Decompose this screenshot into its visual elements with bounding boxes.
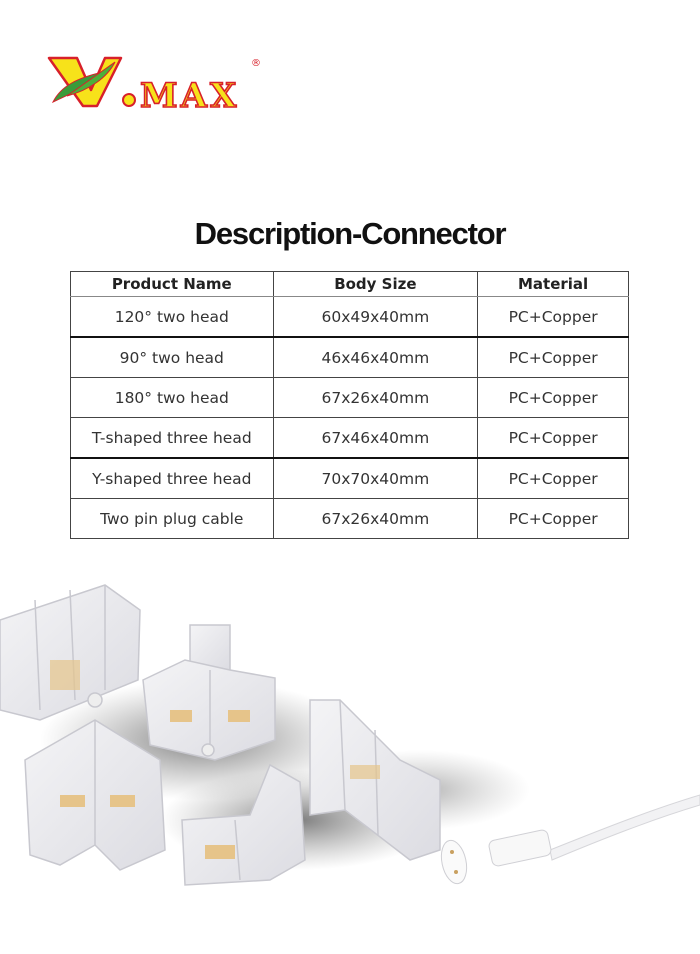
cell-material: PC+Copper (477, 377, 629, 418)
table-row: 180° two head 67x26x40mm PC+Copper (70, 377, 629, 418)
page-title: Description-Connector (194, 216, 507, 251)
svg-text:®: ® (251, 58, 261, 69)
cell-body-size: 60x49x40mm (272, 296, 479, 338)
product-photo (0, 560, 700, 950)
cell-material: PC+Copper (477, 417, 629, 459)
cell-product-name: 120° two head (70, 296, 274, 338)
cell-body-size: 67x46x40mm (272, 417, 479, 459)
cell-product-name: 90° two head (70, 336, 274, 378)
cell-material: PC+Copper (477, 498, 629, 539)
header-material: Material (477, 271, 629, 297)
brand-logo: MAX ® (47, 52, 262, 112)
cell-body-size: 46x46x40mm (272, 336, 479, 378)
cell-body-size: 67x26x40mm (272, 377, 479, 418)
table-row: T-shaped three head 67x46x40mm PC+Copper (70, 417, 629, 459)
spec-table: Product Name Body Size Material 120° two… (70, 271, 629, 539)
table-row: 120° two head 60x49x40mm PC+Copper (70, 296, 629, 338)
cell-product-name: Y-shaped three head (70, 457, 274, 499)
cell-material: PC+Copper (477, 336, 629, 378)
table-header-row: Product Name Body Size Material (70, 271, 629, 297)
cell-product-name: T-shaped three head (70, 417, 274, 459)
table-row: Two pin plug cable 67x26x40mm PC+Copper (70, 498, 629, 539)
header-body-size: Body Size (272, 271, 479, 297)
header-product-name: Product Name (70, 271, 274, 297)
cell-product-name: 180° two head (70, 377, 274, 418)
connectors-photo-icon (0, 584, 700, 886)
vmax-logo-icon: MAX ® (47, 56, 261, 112)
cell-body-size: 70x70x40mm (272, 457, 479, 499)
cell-body-size: 67x26x40mm (272, 498, 479, 539)
cell-material: PC+Copper (477, 296, 629, 338)
svg-text:MAX: MAX (140, 76, 239, 112)
cell-material: PC+Copper (477, 457, 629, 499)
table-row: 90° two head 46x46x40mm PC+Copper (70, 336, 629, 378)
cell-product-name: Two pin plug cable (70, 498, 274, 539)
table-row: Y-shaped three head 70x70x40mm PC+Copper (70, 457, 629, 499)
